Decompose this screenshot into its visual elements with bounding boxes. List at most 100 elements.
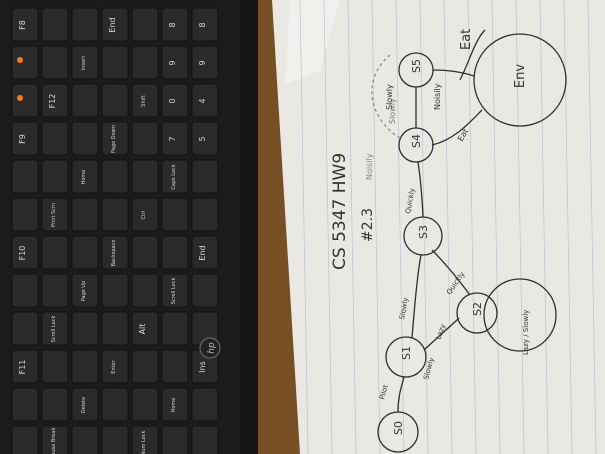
edge-s0-s1 (397, 376, 405, 413)
keyboard-key (71, 273, 99, 308)
handwritten-diagram (371, 29, 567, 453)
keyboard-key (41, 235, 69, 270)
edge-label-lazy-slowly: Lazy / Slowly (522, 310, 530, 355)
keyboard-key (11, 425, 39, 454)
keyboard-key (131, 387, 159, 422)
keyboard-key (71, 387, 99, 422)
keyboard-key-label: F10 (18, 246, 27, 261)
keyboard-key-label: Backspace (111, 240, 117, 267)
edge-label-noisily-1: Noisily (365, 153, 374, 180)
keyboard-key (161, 121, 189, 156)
keyboard-key (41, 387, 69, 422)
state-s4-label: S4 (410, 134, 423, 148)
keyboard-key (11, 235, 39, 270)
keyboard-key (191, 159, 219, 194)
keyboard-key (71, 311, 99, 346)
ruled-line (443, 0, 453, 454)
keyboard-key-label: Pause Break (51, 428, 57, 454)
state-s3-label: S3 (417, 225, 430, 239)
keyboard-key (101, 349, 129, 384)
keyboard-key-label: Scroll Lock (171, 278, 177, 305)
ruled-line (539, 0, 549, 454)
keyboard-key-label: Ctrl (141, 211, 147, 220)
ruled-line (323, 0, 333, 454)
keyboard-key (191, 197, 219, 232)
keyboard-key (101, 235, 129, 270)
keyboard-key (41, 311, 69, 346)
state-s1-label: S1 (400, 346, 413, 360)
keyboard-key-label: Shift (141, 95, 147, 106)
keyboard-key (131, 235, 159, 270)
keyboard-key (191, 387, 219, 422)
keyboard-key (11, 7, 39, 42)
keyboard-key (101, 159, 129, 194)
keyboard-key (161, 45, 189, 80)
keyboard-key-label: Enter (111, 359, 117, 373)
keyboard-key (11, 197, 39, 232)
keyboard-key-label: Alt (138, 324, 147, 335)
caps-lock-led-icon (17, 57, 23, 63)
edge-label-slowly-2: Slowly (398, 297, 410, 321)
keyboard-key (161, 235, 189, 270)
edge-label-slowly-3: Slowly (388, 98, 397, 124)
keyboard-key (131, 7, 159, 42)
keyboard-key (71, 159, 99, 194)
keyboard-key (41, 273, 69, 308)
keyboard-key-label: 8 (198, 22, 207, 27)
keyboard-key (161, 7, 189, 42)
keyboard-key (101, 387, 129, 422)
ruled-line (347, 0, 357, 454)
keyboard-key (71, 121, 99, 156)
keyboard-key (11, 121, 39, 156)
ruled-line (419, 0, 429, 454)
keyboard-key (41, 159, 69, 194)
ruled-line (587, 0, 597, 454)
keyboard-key-label: Insert (81, 56, 87, 70)
ruled-line (299, 0, 309, 454)
keyboard-key (71, 7, 99, 42)
keyboard-key (131, 311, 159, 346)
state-s2-label: S2 (471, 302, 484, 316)
state-s5-label: S5 (410, 59, 423, 73)
keyboard-key (101, 425, 129, 454)
keyboard-key-label: 9 (168, 60, 177, 65)
keyboard-key (101, 45, 129, 80)
keyboard-key (131, 159, 159, 194)
ruled-line (371, 0, 381, 454)
keyboard-key-label: End (198, 245, 207, 260)
keyboard-key (131, 83, 159, 118)
keyboard-key-label: 7 (168, 136, 177, 141)
edge-s2-s3 (431, 249, 471, 296)
hp-logo-icon: hp (199, 337, 221, 359)
keyboard-key (101, 311, 129, 346)
keyboard-key (71, 349, 99, 384)
keyboard-key (131, 425, 159, 454)
keyboard-key-label: 4 (198, 98, 207, 103)
edge-s4-env (431, 109, 483, 146)
keyboard-key (41, 45, 69, 80)
keyboard-key (11, 311, 39, 346)
keyboard-key (41, 425, 69, 454)
keyboard-key (191, 235, 219, 270)
edge-s1-s2 (423, 317, 460, 351)
keyboard-key (161, 197, 189, 232)
keyboard-key-label: Num Lock (141, 431, 147, 454)
keyboard-key (131, 121, 159, 156)
notebook-page (272, 0, 605, 454)
keyboard-key (131, 45, 159, 80)
keyboard-key-label: 5 (198, 136, 207, 141)
paper-corner (285, 0, 340, 85)
state-s0-label: S0 (392, 421, 405, 435)
homework-subtitle: #2.3 (360, 208, 376, 242)
keyboard-key (131, 349, 159, 384)
edge-eat-arrow (459, 29, 486, 81)
ruled-lines (299, 0, 597, 454)
keyboard-key (71, 235, 99, 270)
keyboard-key (71, 197, 99, 232)
keyboard-key (41, 121, 69, 156)
keyboard-key (191, 425, 219, 454)
paper-sheet (272, 0, 605, 454)
keyboard-key (161, 425, 189, 454)
